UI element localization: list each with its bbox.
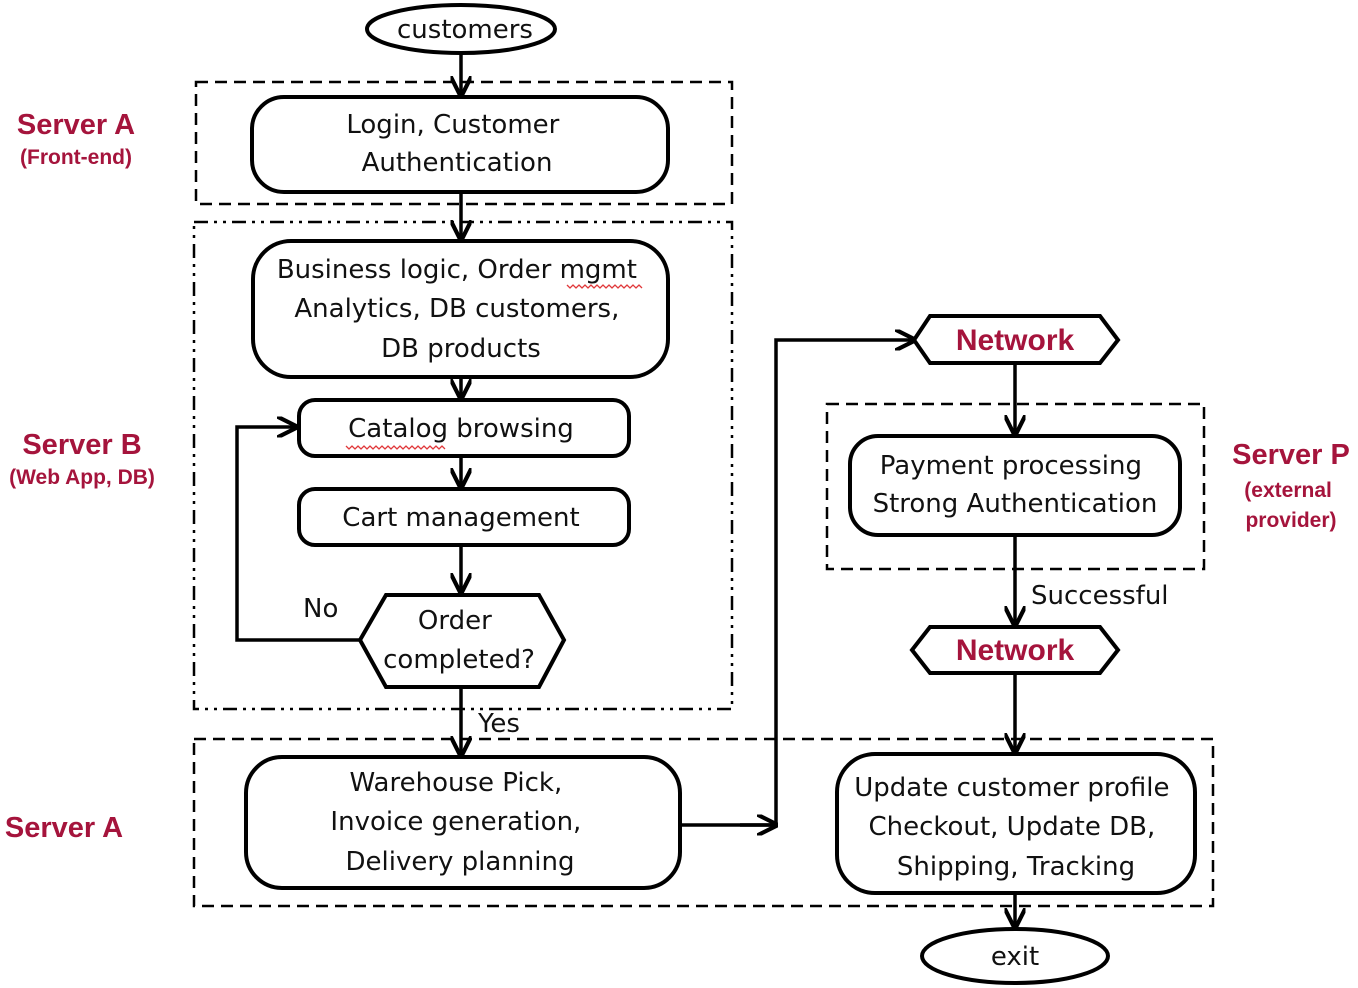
edge-warehouse-network <box>681 340 914 827</box>
server-p-role: (external provider) <box>1244 479 1337 532</box>
catalog-node-shape <box>297 398 631 458</box>
warehouse-node-label: Warehouse Pick, Invoice generation, Deli… <box>330 768 589 877</box>
cart-node-shape <box>297 487 631 547</box>
payment-node-shape <box>848 434 1182 537</box>
server-a-front-role: (Front-end) <box>20 146 132 169</box>
server-b-title: Server B <box>22 429 141 461</box>
network-top-shape <box>911 314 1121 365</box>
server-a-front-title: Server A <box>17 109 135 141</box>
end-node-label: exit <box>991 942 1039 972</box>
edge-order-no-loop <box>235 427 360 642</box>
edge-label-no: No <box>303 594 338 624</box>
server-p-title: Server P <box>1232 439 1350 471</box>
payment-node-label: Payment processing Strong Authentication <box>873 451 1158 519</box>
update-node-shape <box>835 752 1197 895</box>
start-node-label: customers <box>397 15 533 45</box>
business-node-shape <box>251 239 670 379</box>
spellcheck-underline <box>345 445 446 450</box>
warehouse-node-shape <box>244 755 682 890</box>
start-node-shape <box>365 3 557 55</box>
network-bottom-shape <box>909 625 1121 675</box>
business-node-label: Business logic, Order mgmt Analytics, DB… <box>277 255 645 364</box>
order-decision-label: Order completed? <box>383 606 535 675</box>
edge-label-yes: Yes <box>477 709 520 739</box>
network-bottom-label: Network <box>956 634 1075 667</box>
login-node-label: Login, Customer Authentication <box>346 110 567 178</box>
server-a-back-boundary <box>192 737 1215 908</box>
update-node-label: Update customer profile Checkout, Update… <box>854 773 1178 882</box>
order-decision-shape <box>357 593 567 689</box>
server-b-role: (Web App, DB) <box>9 466 155 489</box>
end-node-shape <box>920 927 1110 985</box>
edge-label-successful: Successful <box>1031 581 1169 611</box>
spellcheck-underline <box>566 284 643 289</box>
cart-node-label: Cart management <box>342 503 579 533</box>
server-a-back-title: Server A <box>5 812 123 844</box>
catalog-node-label: Catalog browsing <box>348 414 574 444</box>
login-node-shape <box>250 95 670 194</box>
network-top-label: Network <box>956 324 1075 357</box>
